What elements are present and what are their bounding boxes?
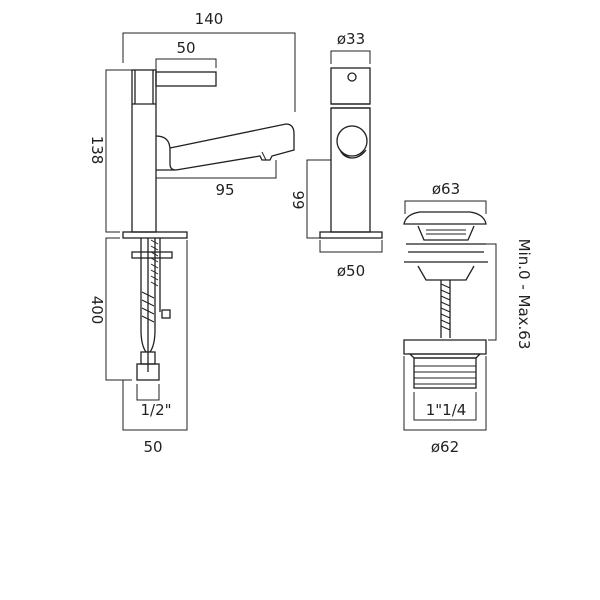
side-handle-button <box>347 72 357 82</box>
tap-lever <box>155 71 217 87</box>
dim-line-connector <box>136 384 160 401</box>
tap-front-view: 140 50 138 95 400 <box>88 10 296 456</box>
waste-cap-stem <box>417 225 475 241</box>
dim-label-62: ø62 <box>431 438 459 456</box>
dim-line-95 <box>155 160 277 179</box>
waste-rod-threads <box>440 283 451 331</box>
hose-nut-small <box>161 309 171 319</box>
spout-aerator <box>261 151 267 161</box>
dim-line-140 <box>122 32 296 112</box>
waste-body-lower <box>413 357 477 389</box>
dim-label-138: 138 <box>88 136 106 165</box>
hose-braid <box>141 291 155 323</box>
dim-label-33: ø33 <box>337 30 365 48</box>
dim-line-50-side <box>319 240 383 253</box>
dim-line-63 <box>404 200 487 214</box>
dim-label-99: 99 <box>289 190 307 209</box>
dim-line-thread <box>413 392 477 421</box>
waste-body-top <box>417 265 475 281</box>
threaded-rod <box>147 238 161 372</box>
dim-label-400: 400 <box>88 296 106 325</box>
side-spout-outline <box>336 125 368 157</box>
dim-line-62 <box>403 356 487 431</box>
tap-base-plate <box>122 231 188 239</box>
dim-label-50-base: 50 <box>143 438 162 456</box>
dim-line-99 <box>306 159 331 239</box>
tap-handle-stem <box>132 70 156 105</box>
flexible-hose <box>140 238 156 353</box>
spout-joint <box>155 135 177 171</box>
dim-line-33 <box>330 50 371 64</box>
dim-label-50-side: ø50 <box>337 262 365 280</box>
side-spout-outlet <box>339 149 367 159</box>
dim-line-50-base <box>122 240 188 431</box>
waste-rod <box>440 280 451 338</box>
tap-spout <box>169 123 295 171</box>
dim-label-50-handle: 50 <box>176 39 195 57</box>
waste-nut <box>403 339 487 355</box>
dim-label-connector: 1/2" <box>140 401 171 419</box>
waste-cap-lines <box>426 229 466 235</box>
dim-line-400 <box>105 237 132 381</box>
waste-flange <box>404 243 488 263</box>
dim-label-140: 140 <box>195 10 224 28</box>
dim-line-138 <box>105 69 132 233</box>
dim-label-range: Min.0 - Max.63 <box>515 239 533 350</box>
tap-side-view: ø33 99 ø50 <box>289 30 383 280</box>
waste-threads <box>414 365 476 385</box>
dim-label-95: 95 <box>215 181 234 199</box>
side-base-plate <box>319 231 383 239</box>
dim-label-63: ø63 <box>432 180 460 198</box>
waste-view: ø63 Min.0 - Max.63 1"1/4 ø62 <box>403 180 533 456</box>
dim-line-50-handle <box>155 58 217 72</box>
hose-nut <box>136 363 160 381</box>
dim-line-range <box>478 243 497 341</box>
waste-cap <box>403 211 487 225</box>
dim-label-thread: 1"1/4 <box>426 401 467 419</box>
